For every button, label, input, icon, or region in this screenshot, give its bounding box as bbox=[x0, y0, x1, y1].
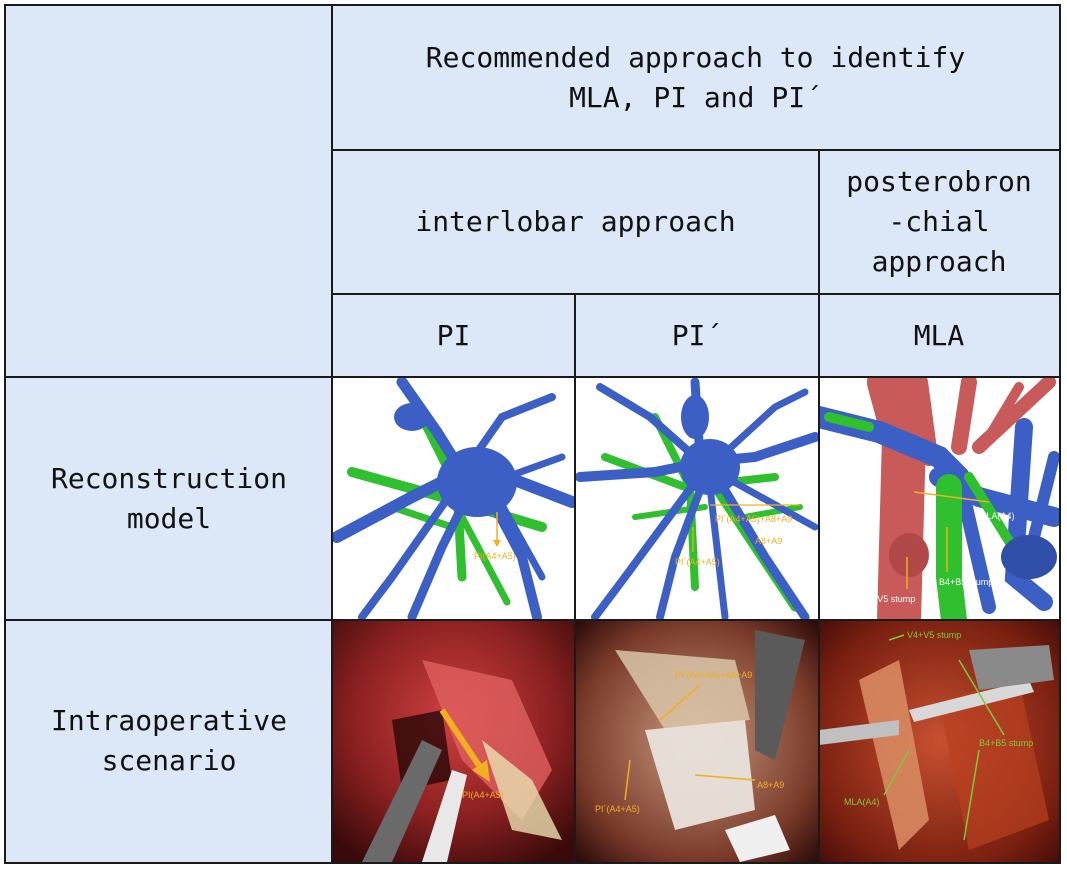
header-col-pi: PI bbox=[332, 294, 575, 377]
intraoperative-pi-image: PI(A4+A5) bbox=[332, 620, 575, 862]
intraoperative-mla-photo: V4+V5 stump B4+B5 stump MLA(A4) bbox=[819, 620, 1059, 862]
intra-pi-prime-label-a: PI´(A4+A5)+A8+A9 bbox=[675, 670, 752, 680]
row-label-intraoperative: Intraoperative scenario bbox=[6, 620, 332, 862]
col-pi-text: PI bbox=[436, 318, 471, 352]
divider-h-groups bbox=[332, 293, 1059, 295]
comparison-table: Recommended approach to identify MLA, PI… bbox=[4, 4, 1061, 864]
reconstruction-text: Reconstruction model bbox=[50, 461, 287, 535]
divider-v-mla bbox=[818, 150, 820, 862]
recon-pi-prime-label-c: A8+A9 bbox=[755, 536, 782, 546]
header-col-mla: MLA bbox=[819, 294, 1059, 377]
corner-cell bbox=[6, 6, 332, 377]
reconstruction-pi-image: PI(A4+A5) bbox=[332, 377, 575, 620]
recon-pi-prime-label-b: PI´(A4+A5) bbox=[675, 557, 720, 567]
recon-mla-label-b: V4+V5 stump bbox=[861, 594, 915, 604]
intraoperative-pi-prime-image: PI´(A4+A5)+A8+A9 PI´(A4+A5) A8+A9 bbox=[575, 620, 819, 862]
divider-v-pi bbox=[574, 294, 576, 862]
divider-v-label bbox=[331, 6, 333, 862]
header-posterobronchial-approach: posterobron -chial approach bbox=[819, 150, 1059, 294]
recon-pi-prime-label-a: PI´(A4+A5)+A8+A9 bbox=[715, 514, 792, 524]
divider-h-rows bbox=[6, 619, 1059, 621]
recon-mla-label-a: MLA(A4) bbox=[979, 511, 1015, 521]
reconstruction-pi-prime-image: PI´(A4+A5)+A8+A9 PI´(A4+A5) A8+A9 bbox=[575, 377, 819, 620]
divider-h-title bbox=[332, 149, 1059, 151]
col-mla-text: MLA bbox=[913, 318, 965, 352]
reconstruction-pi-render: PI(A4+A5) bbox=[332, 377, 575, 620]
col-pi-prime-text: PI´ bbox=[671, 318, 723, 352]
intra-mla-label-a: V4+V5 stump bbox=[907, 630, 961, 640]
recon-pi-label: PI(A4+A5) bbox=[474, 551, 516, 561]
intraoperative-pi-photo: PI(A4+A5) bbox=[332, 620, 575, 862]
recon-mla-label-c: B4+B5 stump bbox=[939, 577, 993, 587]
intraoperative-mla-image: V4+V5 stump B4+B5 stump MLA(A4) bbox=[819, 620, 1059, 862]
intra-mla-label-c: MLA(A4) bbox=[844, 797, 880, 807]
row-label-reconstruction: Reconstruction model bbox=[6, 377, 332, 620]
intraoperative-pi-prime-photo: PI´(A4+A5)+A8+A9 PI´(A4+A5) A8+A9 bbox=[575, 620, 819, 862]
interlobar-approach-text: interlobar approach bbox=[415, 205, 736, 238]
intra-pi-label: PI(A4+A5) bbox=[462, 790, 504, 800]
posterobronchial-approach-text: posterobron -chial approach bbox=[846, 165, 1032, 278]
reconstruction-mla-image: MLA(A4) V4+V5 stump B4+B5 stump bbox=[819, 377, 1059, 620]
intra-pi-prime-label-b: PI´(A4+A5) bbox=[595, 804, 640, 814]
header-title: Recommended approach to identify MLA, PI… bbox=[332, 6, 1059, 150]
reconstruction-mla-render: MLA(A4) V4+V5 stump B4+B5 stump bbox=[819, 377, 1059, 620]
header-col-pi-prime: PI´ bbox=[575, 294, 819, 377]
intra-pi-prime-label-c: A8+A9 bbox=[757, 780, 784, 790]
header-title-text: Recommended approach to identify MLA, PI… bbox=[425, 41, 966, 114]
intraoperative-text: Intraoperative scenario bbox=[50, 704, 287, 777]
reconstruction-pi-prime-render: PI´(A4+A5)+A8+A9 PI´(A4+A5) A8+A9 bbox=[575, 377, 819, 620]
header-interlobar-approach: interlobar approach bbox=[332, 150, 819, 294]
intra-mla-label-b: B4+B5 stump bbox=[979, 738, 1033, 748]
divider-h-header bbox=[6, 376, 1059, 378]
